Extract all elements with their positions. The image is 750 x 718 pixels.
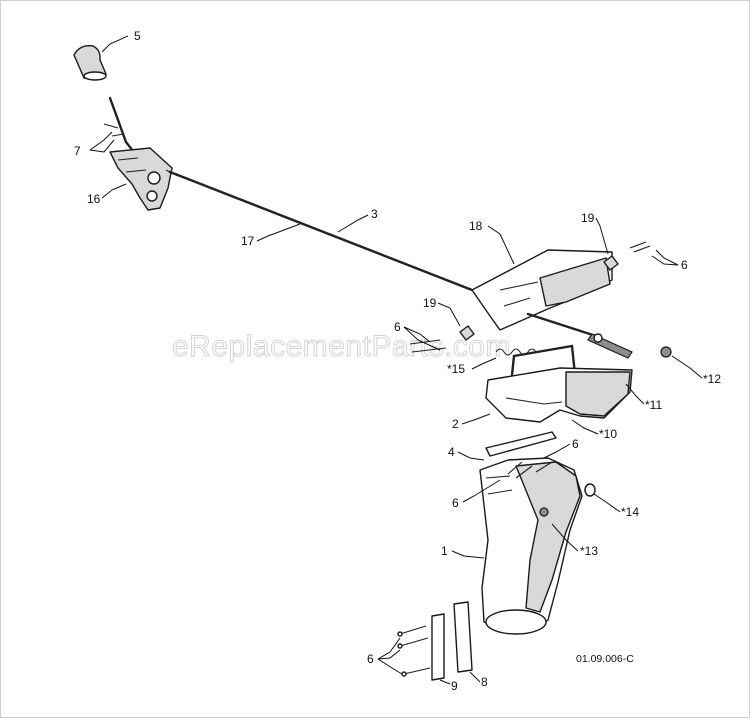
callout-labels: 5 7 16 17 3 18 19 19 6 6 *12 *15 *11 2 *… — [74, 29, 721, 693]
part-nut-13[interactable] — [539, 507, 549, 517]
callout-10: *10 — [599, 427, 617, 441]
callout-5: 5 — [134, 29, 141, 43]
callout-6-chute-left: 6 — [452, 496, 459, 510]
callout-6-left: 6 — [394, 320, 401, 334]
callout-13: *13 — [580, 544, 598, 558]
part-deflector-housing[interactable] — [471, 249, 613, 331]
part-shift-lever[interactable] — [103, 96, 173, 211]
part-pin-lower[interactable] — [459, 325, 475, 341]
callout-18: 18 — [469, 219, 483, 233]
callout-19-lower: 19 — [423, 296, 437, 310]
part-pin-upper[interactable] — [603, 255, 619, 271]
part-spring[interactable] — [495, 348, 537, 356]
callout-4: 4 — [448, 445, 455, 459]
callout-17: 17 — [241, 234, 255, 248]
part-plate-9[interactable] — [431, 613, 445, 681]
callout-6-chute-right: 6 — [572, 437, 579, 451]
part-knob[interactable] — [73, 45, 107, 81]
part-upper-chute[interactable] — [485, 344, 633, 423]
callout-14: *14 — [621, 505, 639, 519]
callout-7: 7 — [74, 144, 81, 158]
callout-6-bottom: 6 — [367, 652, 374, 666]
callout-11: *11 — [645, 398, 662, 412]
part-nut-12[interactable] — [660, 346, 672, 358]
callout-6-right: 6 — [681, 258, 688, 272]
part-bolt-group-bottom[interactable] — [397, 625, 431, 677]
part-washer-14[interactable] — [584, 483, 596, 497]
callout-1: 1 — [441, 544, 448, 558]
part-plate-8[interactable] — [453, 601, 473, 673]
part-fastener-group-right[interactable] — [629, 241, 651, 253]
part-fastener-group-left[interactable] — [409, 339, 447, 353]
callout-8: 8 — [481, 675, 488, 689]
part-chute-rod[interactable] — [526, 312, 633, 359]
callout-9: 9 — [451, 679, 458, 693]
callout-2: 2 — [452, 417, 459, 431]
part-lower-chute[interactable] — [479, 457, 583, 635]
callout-12: *12 — [703, 372, 721, 386]
part-control-rod[interactable] — [165, 169, 474, 292]
part-chute-pin[interactable] — [485, 431, 557, 457]
diagram-code: 01.09.006-C — [576, 653, 634, 665]
part-fastener-group-chute[interactable] — [507, 461, 553, 479]
callout-16: 16 — [87, 192, 101, 206]
leader-lines — [89, 35, 703, 685]
callout-3: 3 — [371, 207, 378, 221]
callout-19-upper: 19 — [581, 211, 595, 225]
watermark-text: eReplacementParts.com — [172, 330, 511, 363]
callout-15: *15 — [447, 362, 465, 376]
